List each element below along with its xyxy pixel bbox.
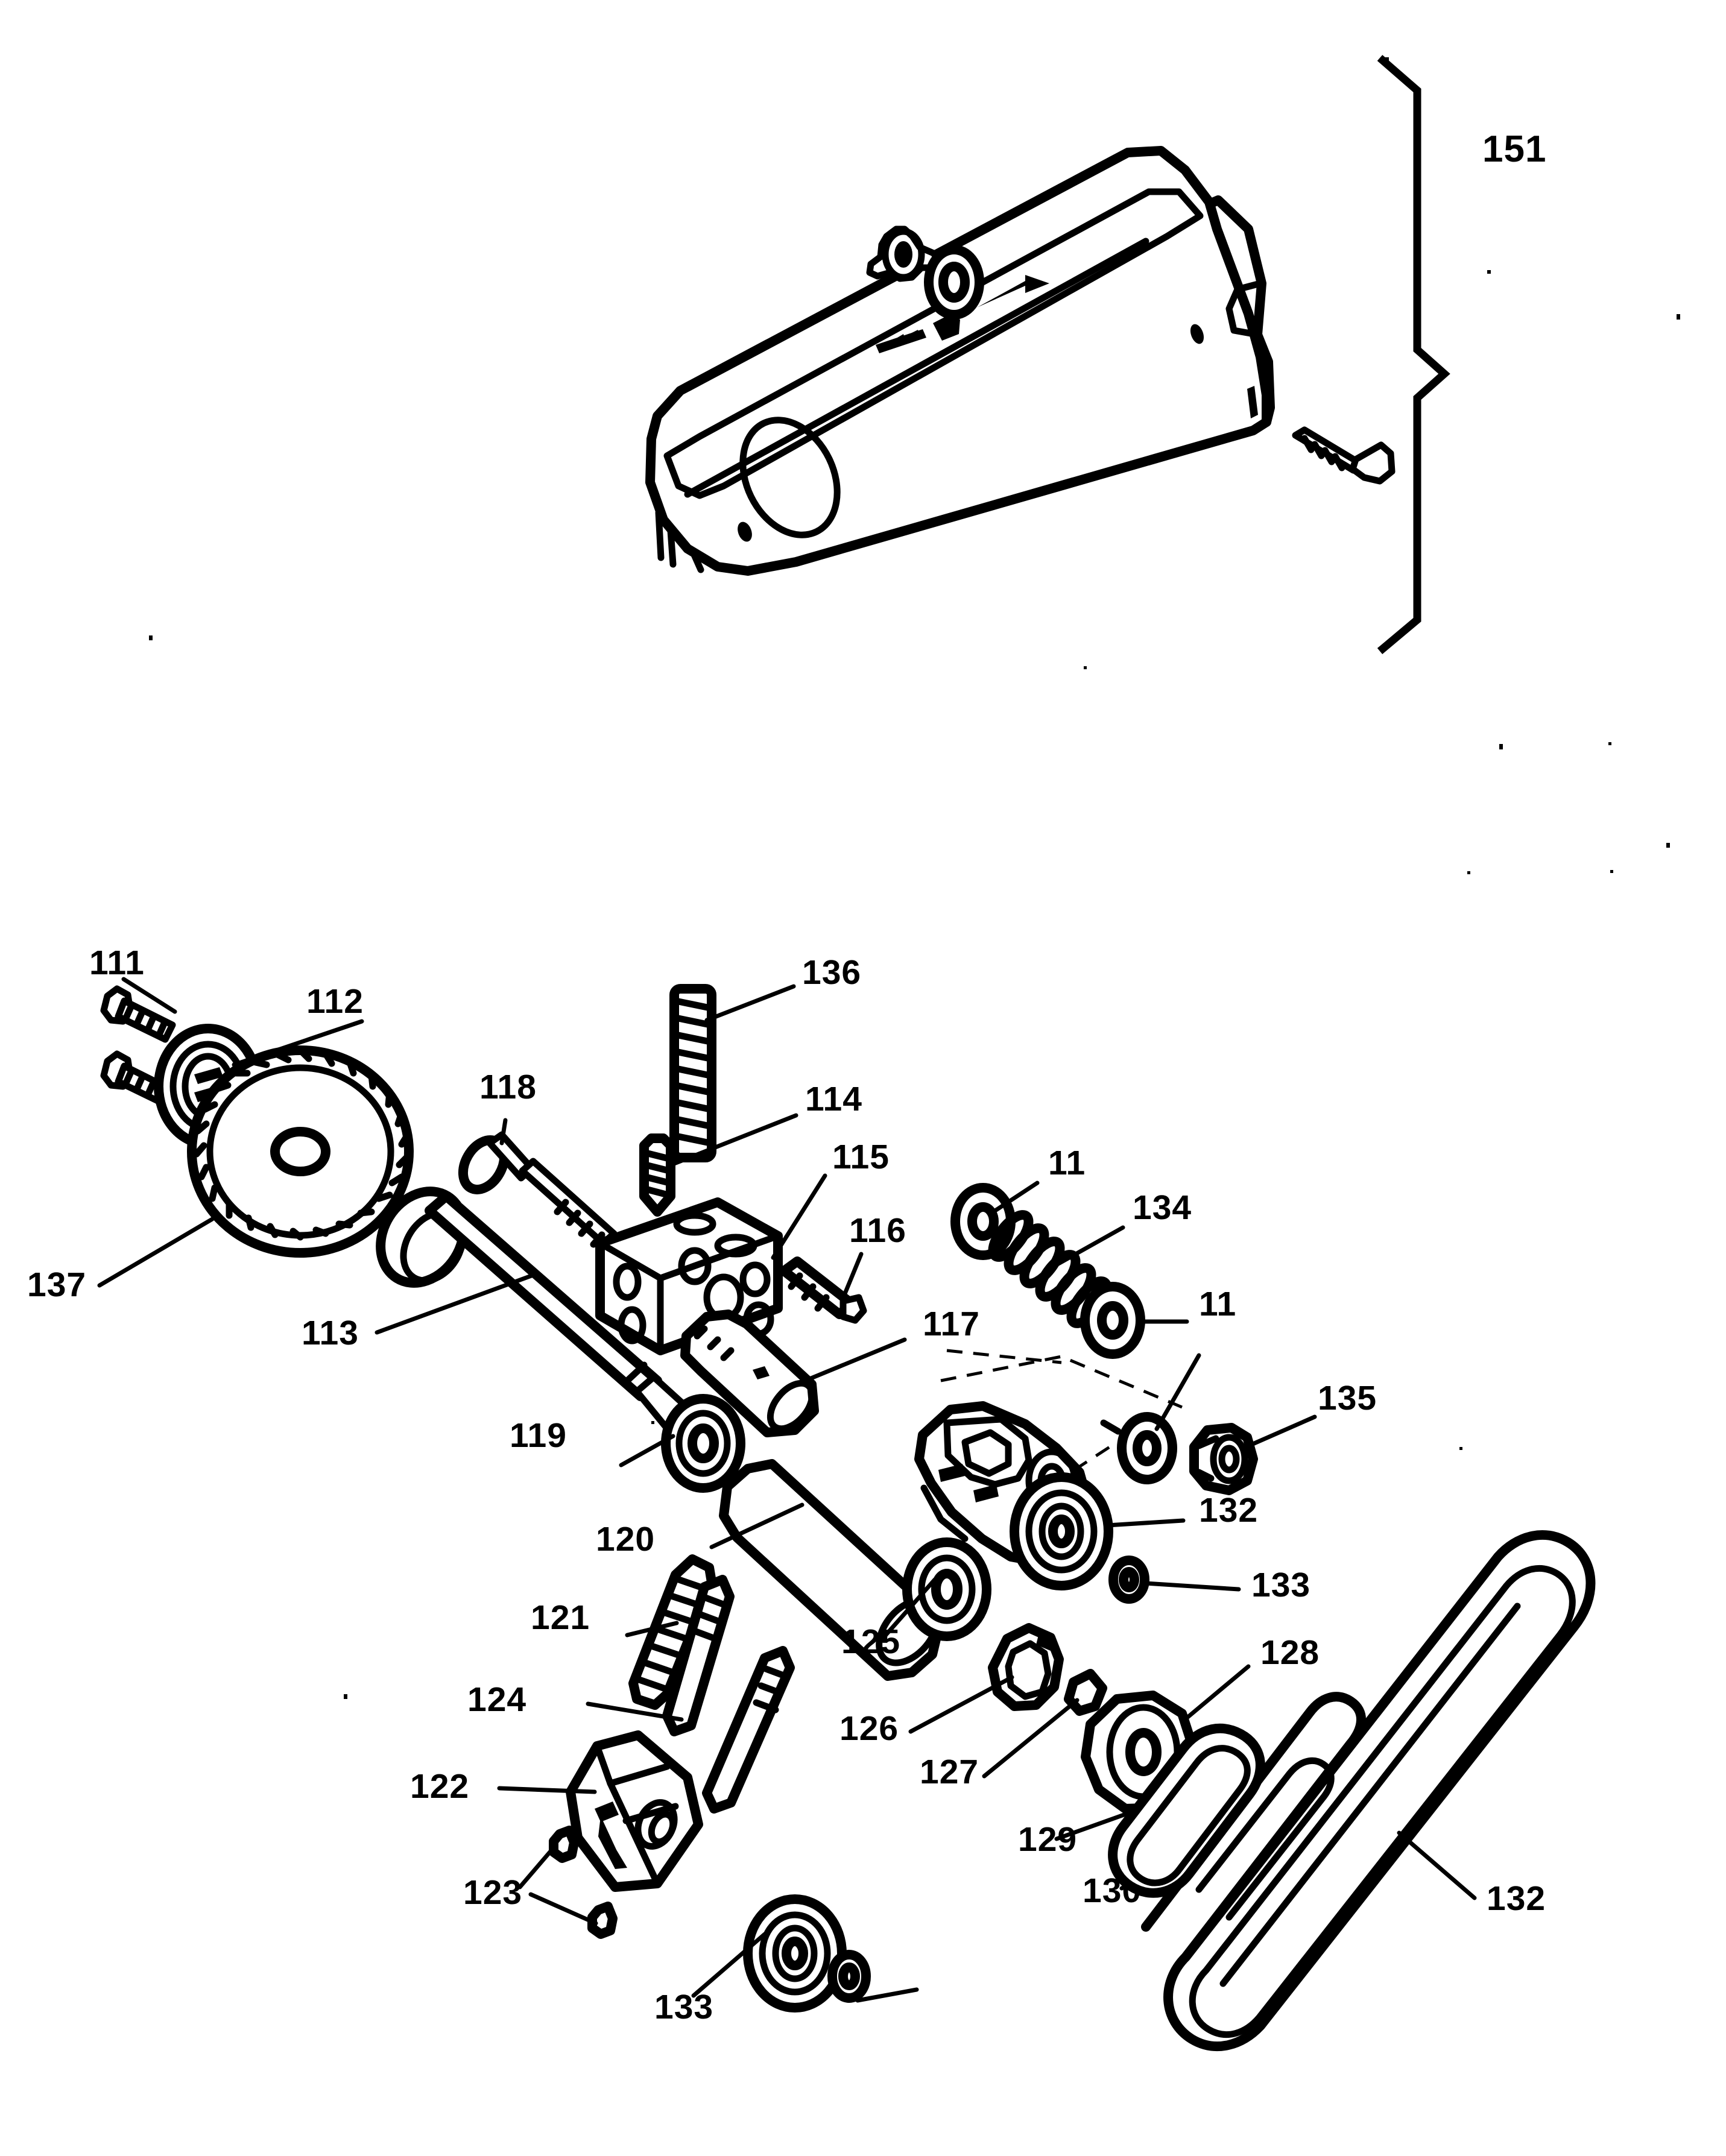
leader-111 — [121, 977, 177, 1014]
part-136-long-spring — [669, 984, 716, 1162]
callout-131-label: 125 — [841, 1622, 900, 1661]
part-130-drive-belt — [1108, 1530, 1596, 2052]
leader-122 — [497, 1786, 597, 1794]
construction-line-b — [946, 1349, 1062, 1364]
housing-arrow-detail — [876, 275, 1049, 353]
part-135-hex-nut — [1189, 1423, 1258, 1495]
blade-guard-housing — [645, 146, 1275, 576]
callout-112-label: 112 — [306, 982, 364, 1021]
callout-117-label: 117 — [923, 1305, 980, 1343]
part-116-set-screw — [779, 1256, 867, 1324]
leader-118 — [499, 1118, 508, 1146]
leader-133-bottom — [855, 1987, 919, 2003]
wing-nut — [866, 225, 942, 282]
callout-125-label: 126 — [839, 1709, 899, 1748]
part-133-retaining-ring-mid — [1108, 1556, 1149, 1604]
callout-151-label: 151 — [1482, 128, 1546, 170]
leader-135 — [1244, 1414, 1317, 1449]
callout-114-label: 114 — [805, 1080, 862, 1118]
part-113-drive-shaft — [376, 1187, 697, 1435]
callout-123-label: 123 — [463, 1873, 522, 1912]
leader-123b — [528, 1892, 598, 1926]
callout-113-label: 113 — [302, 1314, 359, 1352]
callout-132a-label: 132 — [1199, 1491, 1258, 1530]
leader-117 — [806, 1337, 907, 1382]
leader-123a — [517, 1842, 558, 1890]
leader-116 — [842, 1252, 864, 1297]
part-132-bearing-mid — [1010, 1472, 1113, 1590]
part-125-snap-ring — [988, 1623, 1064, 1711]
part-114-short-spring — [639, 1133, 675, 1217]
part-123-retaining-clips — [549, 1826, 618, 1939]
part-115-terminal-block — [595, 1197, 783, 1355]
part-133-retaining-ring-bottom — [827, 1950, 871, 2003]
callout-132b-label: 133 — [654, 1988, 713, 2026]
leader-115 — [771, 1173, 827, 1260]
upper-assembly-151: 151 — [645, 55, 1546, 654]
callout-120-label: 120 — [596, 1520, 655, 1559]
part-122-mounting-bracket — [566, 1730, 703, 1892]
callout-118-label: 118 — [479, 1068, 537, 1106]
callout-137-label: 137 — [27, 1266, 86, 1304]
part-131-bearing — [902, 1537, 991, 1641]
callout-126-label: 127 — [920, 1753, 979, 1791]
leader-119 — [619, 1434, 675, 1467]
leader-124 — [586, 1701, 684, 1722]
part-118-shoulder-bolt — [458, 1131, 618, 1248]
callout-135-label: 135 — [1318, 1379, 1377, 1417]
callout-121-label: 121 — [531, 1598, 590, 1637]
part-132-bearing-bottom — [743, 1894, 847, 2013]
leader-125 — [908, 1675, 1014, 1734]
leader-136 — [704, 984, 796, 1023]
leader-11-upper — [989, 1180, 1040, 1215]
leader-127 — [1180, 1664, 1251, 1724]
part-11-washer-upper — [950, 1183, 1016, 1260]
part-117-coupling-sleeve — [680, 1310, 819, 1437]
leader-126 — [982, 1698, 1080, 1779]
leader-133-mid — [1143, 1581, 1241, 1592]
guard-screw — [1292, 426, 1396, 485]
leader-132-mid — [1105, 1518, 1186, 1528]
callout-133a-label: 133 — [1251, 1566, 1310, 1604]
callout-124-label: 124 — [467, 1680, 526, 1719]
callout-116-label: 116 — [849, 1211, 906, 1250]
leader-131 — [877, 1577, 937, 1645]
leader-113 — [375, 1271, 540, 1335]
callout-128-label: 129 — [1018, 1820, 1077, 1859]
callout-136-label: 136 — [802, 953, 861, 992]
construction-line-a — [940, 1355, 1183, 1409]
part-11-washer-right — [1100, 1412, 1177, 1484]
callout-11b-label: 11 — [1199, 1285, 1236, 1323]
part-137-saw-blade — [187, 1045, 414, 1258]
leader-134 — [1052, 1225, 1125, 1269]
leader-121 — [625, 1621, 679, 1637]
part-121-spring — [628, 1554, 716, 1710]
callout-111-label: 111 — [89, 944, 145, 982]
part-11-washer-mid — [1080, 1282, 1145, 1359]
callout-130-label: 132 — [1487, 1879, 1546, 1918]
callout-119-label: 119 — [510, 1416, 567, 1455]
leader-137 — [97, 1217, 215, 1288]
leader-114 — [672, 1113, 798, 1166]
leader-130 — [1397, 1830, 1477, 1900]
callout-134-label: 134 — [1133, 1188, 1192, 1227]
bracket-151 — [1377, 55, 1450, 654]
part-119-bearing — [661, 1394, 745, 1493]
callout-115-label: 115 — [832, 1138, 890, 1176]
callout-127-label: 128 — [1260, 1633, 1320, 1672]
leader-11-right — [1154, 1353, 1201, 1431]
callout-122-label: 122 — [410, 1767, 469, 1806]
leader-132-bottom — [691, 1932, 767, 1998]
leader-120 — [709, 1502, 805, 1549]
guard-washer — [924, 245, 984, 320]
callout-11a-label: 11 — [1048, 1144, 1086, 1182]
